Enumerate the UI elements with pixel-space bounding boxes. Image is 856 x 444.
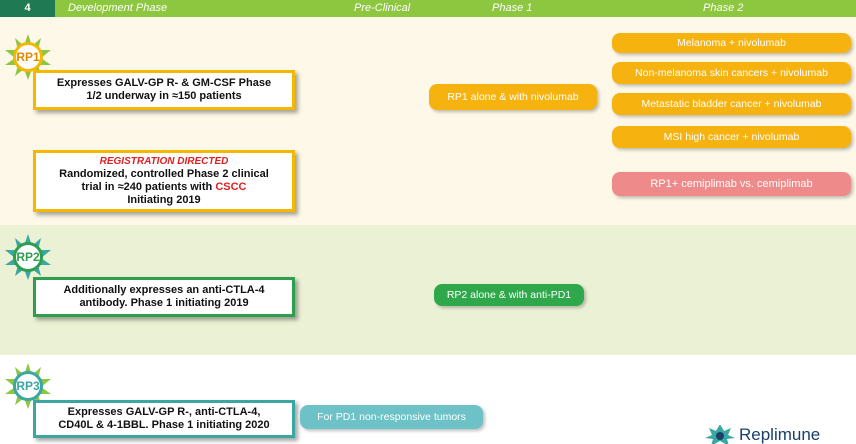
rp2-description-text: Additionally expresses an anti-CTLA-4 an… [63,284,265,309]
header-bar: 4 Development Phase Pre-Clinical Phase 1… [0,0,856,17]
phase2-pill-nmsc: Non-melanoma skin cancers + nivolumab [612,62,851,84]
rp1-phase1-pill: RP1 alone & with nivolumab [429,84,597,110]
rp1-description-box: Expresses GALV-GP R- & GM-CSF Phase 1/2 … [33,70,295,110]
phase2-pill-melanoma: Melanoma + nivolumab [612,33,851,53]
rp3-description-text: Expresses GALV-GP R-, anti-CTLA-4, CD40L… [58,406,270,431]
col-phase-2: Phase 2 [703,2,744,14]
rp2-badge: RP2 [5,234,51,280]
rp1-registration-line3: Initiating 2019 [127,194,201,206]
rp1-registration-box: REGISTRATION DIRECTED Randomized, contro… [33,150,295,212]
registration-directed-label: REGISTRATION DIRECTED [99,156,229,167]
rp1-registration-line2: trial in ≈240 patients with [81,181,216,193]
rp2-badge-label: RP2 [13,242,43,272]
rp1-description-text: Expresses GALV-GP R- & GM-CSF Phase 1/2 … [56,77,272,102]
col-pre-clinical: Pre-Clinical [354,2,411,14]
rp3-badge: RP3 [5,363,51,409]
rp3-badge-label: RP3 [13,371,43,401]
phase2-pill-msi: MSI high cancer + nivolumab [612,126,851,148]
phase2-pill-cemiplimab: RP1+ cemiplimab vs. cemiplimab [612,172,851,196]
rp3-pill: For PD1 non-responsive tumors [300,405,483,429]
slide-number: 4 [0,0,55,17]
replimune-logo: Replimune [705,425,820,444]
rp2-description-box: Additionally expresses an anti-CTLA-4 an… [33,277,295,317]
phase2-pill-bladder: Metastatic bladder cancer + nivolumab [612,93,851,115]
replimune-logo-icon [705,425,735,444]
col-development-phase: Development Phase [68,2,168,14]
cscc-label: CSCC [215,181,247,193]
rp2-phase1-pill: RP2 alone & with anti-PD1 [434,284,584,306]
rp3-description-box: Expresses GALV-GP R-, anti-CTLA-4, CD40L… [33,400,295,438]
rp1-badge: RP1 [5,34,51,80]
rp1-badge-label: RP1 [13,42,43,72]
col-phase-1: Phase 1 [492,2,533,14]
replimune-logo-text: Replimune [739,425,821,444]
rp1-registration-line1: Randomized, controlled Phase 2 clinical [59,168,269,180]
